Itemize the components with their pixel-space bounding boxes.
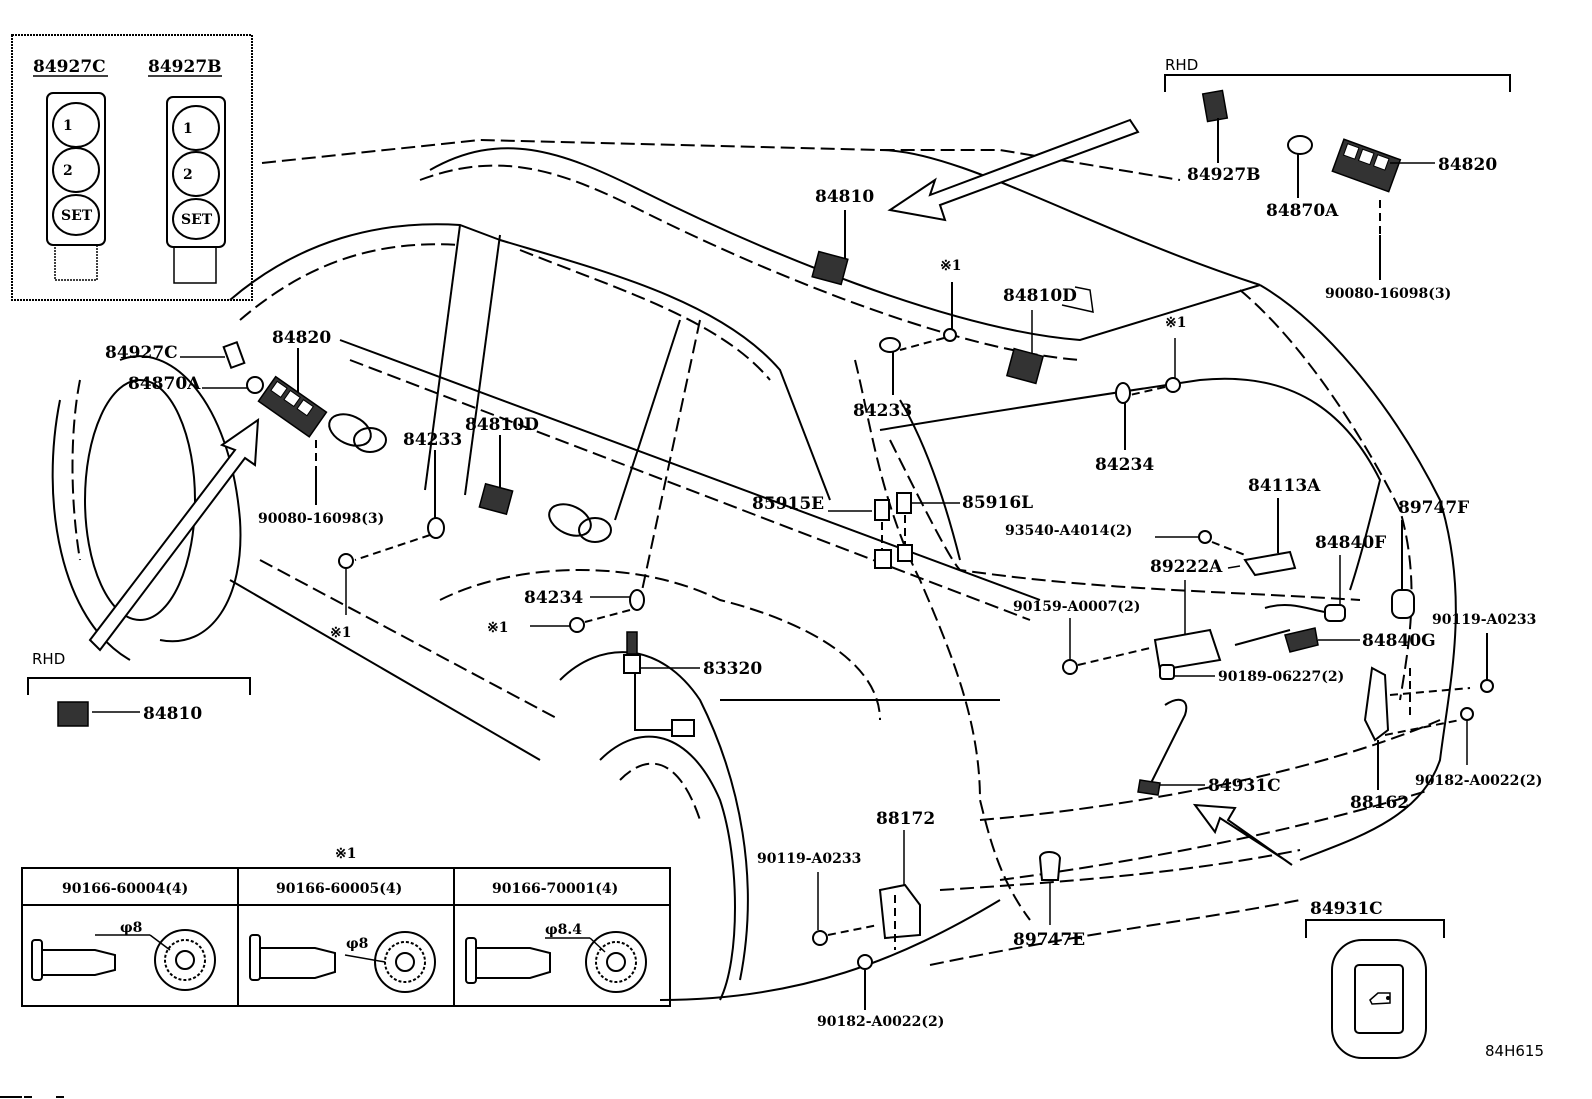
label-84234-top: 84234 — [1095, 455, 1154, 475]
inset-part-84927C: 84927C — [33, 57, 106, 77]
rhd-heading-left: RHD — [32, 650, 65, 668]
rhd-heading: RHD — [1165, 56, 1198, 74]
label-84870A: 84870A — [128, 374, 201, 394]
clip-part-2: 90166-60005(4) — [276, 881, 402, 897]
label-90182-right: 90182-A0022(2) — [1415, 773, 1542, 789]
rear-door-parts: 84233 ※1 84810D 84234 ※1 83320 — [330, 415, 762, 737]
clip-part-3: 90166-70001(4) — [492, 881, 618, 897]
note1-a: ※1 — [330, 625, 351, 641]
label-84810-rhd-left: 84810 — [143, 704, 202, 724]
label-84840G: 84840G — [1362, 631, 1436, 651]
set-button-label: SET — [61, 208, 93, 224]
clip-table: ※1 90166-60004(4) 90166-60005(4) 90166-7… — [21, 846, 671, 1007]
clip-drawing-3: φ8.4 — [465, 922, 647, 993]
label-90080-rhd: 90080-16098(3) — [1325, 286, 1451, 302]
label-84113A: 84113A — [1248, 476, 1321, 496]
label-84927C: 84927C — [105, 343, 178, 363]
rhd-group-top-right: RHD 84927B 84870A 84820 90080-16098(3) — [1164, 56, 1511, 302]
label-89747E: 89747E — [1013, 930, 1085, 950]
memory-switch-84927B: 1 2 SET — [166, 96, 226, 284]
back-door-parts: 93540-A4014(2) 84113A 89222A 84840F 8484… — [1005, 476, 1542, 813]
clip-drawing-1: φ8 — [31, 920, 216, 991]
note1-d: ※1 — [1165, 315, 1186, 331]
clip-table-title: ※1 — [335, 846, 356, 862]
clip-diameter-1: φ8 — [120, 920, 142, 936]
label-84927B-rhd: 84927B — [1187, 165, 1261, 185]
label-84233-left: 84233 — [403, 430, 462, 450]
set-button-label: SET — [181, 212, 213, 228]
back-door-icon — [1369, 992, 1391, 1005]
memory-switch-84927C: 1 2 SET — [46, 92, 106, 281]
label-88162: 88162 — [1350, 793, 1409, 813]
note1-c: ※1 — [940, 258, 961, 274]
clip-part-1: 90166-60004(4) — [62, 881, 188, 897]
clip-diameter-3: φ8.4 — [545, 922, 582, 938]
label-90159: 90159-A0007(2) — [1013, 599, 1140, 615]
seat-memory-2-label: 2 — [63, 163, 73, 179]
view-arrow-bottom-right — [1192, 803, 1293, 866]
car-body-outline — [51, 138, 1457, 1001]
label-88172: 88172 — [876, 809, 935, 829]
inset-memory-switches: 84927C 84927B 1 2 SET 1 2 SET — [11, 34, 253, 301]
label-93540: 93540-A4014(2) — [1005, 523, 1132, 539]
label-90182-bottom: 90182-A0022(2) — [817, 1014, 944, 1030]
front-door-parts: 84927C 84870A 84820 90080-16098(3) — [105, 328, 384, 527]
label-90189: 90189-06227(2) — [1218, 669, 1344, 685]
clip-diameter-2: φ8 — [346, 936, 368, 952]
label-84810D-top: 84810D — [1003, 286, 1077, 306]
label-85915E: 85915E — [752, 494, 824, 514]
label-83320: 83320 — [703, 659, 762, 679]
label-84870A-rhd: 84870A — [1266, 201, 1339, 221]
seat-memory-1-label: 1 — [183, 121, 193, 137]
label-84931C: 84931C — [1208, 776, 1281, 796]
relay-parts: 85915E 85916L — [752, 492, 1033, 569]
label-84233-top: 84233 — [853, 401, 912, 421]
label-89747F: 89747F — [1398, 498, 1469, 518]
view-arrow-left — [88, 417, 260, 652]
label-90119-bottom: 90119-A0233 — [757, 851, 861, 867]
label-90119-right: 90119-A0233 — [1432, 612, 1536, 628]
rhd-group-left: RHD 84810 — [27, 650, 251, 727]
clip-drawing-2: φ8 — [249, 931, 436, 993]
inset-part-84931C: 84931C — [1310, 899, 1383, 919]
label-84810-top: 84810 — [815, 187, 874, 207]
quarter-parts: 84810 ※1 84233 84810D ※1 84234 — [811, 187, 1186, 475]
inset-back-door-switch: 84931C — [1305, 899, 1445, 1059]
figure-code: 84H615 — [1485, 1042, 1544, 1060]
label-84820: 84820 — [272, 328, 331, 348]
note1-b: ※1 — [487, 620, 508, 636]
inset-part-84927B: 84927B — [148, 57, 222, 77]
seat-memory-2-label: 2 — [183, 167, 193, 183]
label-85916L: 85916L — [962, 493, 1033, 513]
label-84234-left: 84234 — [524, 588, 583, 608]
label-84840F: 84840F — [1315, 533, 1386, 553]
label-84810D-left: 84810D — [465, 415, 539, 435]
seat-memory-1-label: 1 — [63, 118, 73, 134]
label-84820-rhd: 84820 — [1438, 155, 1497, 175]
label-90080: 90080-16098(3) — [258, 511, 384, 527]
view-arrow-top — [887, 118, 1140, 222]
lower-parts: 88172 90119-A0233 90182-A0022(2) 89747E — [757, 809, 1085, 1030]
label-89222A: 89222A — [1150, 557, 1223, 577]
